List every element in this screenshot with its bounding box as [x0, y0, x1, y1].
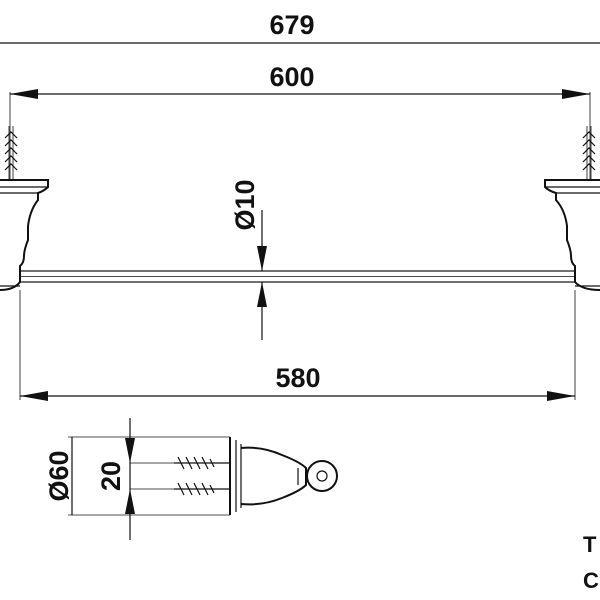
dimension-bar-diameter: Ø10 [230, 179, 267, 340]
dimension-base-diameter-label: Ø60 [44, 450, 74, 501]
dimension-rail-width: 600 [9, 62, 591, 180]
corner-text-line1: T [583, 532, 597, 557]
corner-text-line2: C [583, 568, 599, 593]
dimension-overall-width: 679 [0, 10, 600, 44]
dimension-bar-length: 580 [19, 290, 576, 401]
side-view-mount [68, 436, 338, 516]
right-wall-mount [544, 126, 600, 291]
dimension-overall-width-label: 679 [269, 10, 314, 40]
dimension-bar-length-label: 580 [275, 363, 320, 393]
dimension-screw-spacing-label: 20 [96, 461, 126, 491]
dimension-bar-diameter-label: Ø10 [230, 179, 260, 230]
dimension-rail-width-label: 600 [269, 62, 314, 92]
dimension-base: Ø60 20 [44, 418, 135, 540]
towel-bar [19, 270, 576, 283]
left-wall-mount [0, 126, 49, 291]
